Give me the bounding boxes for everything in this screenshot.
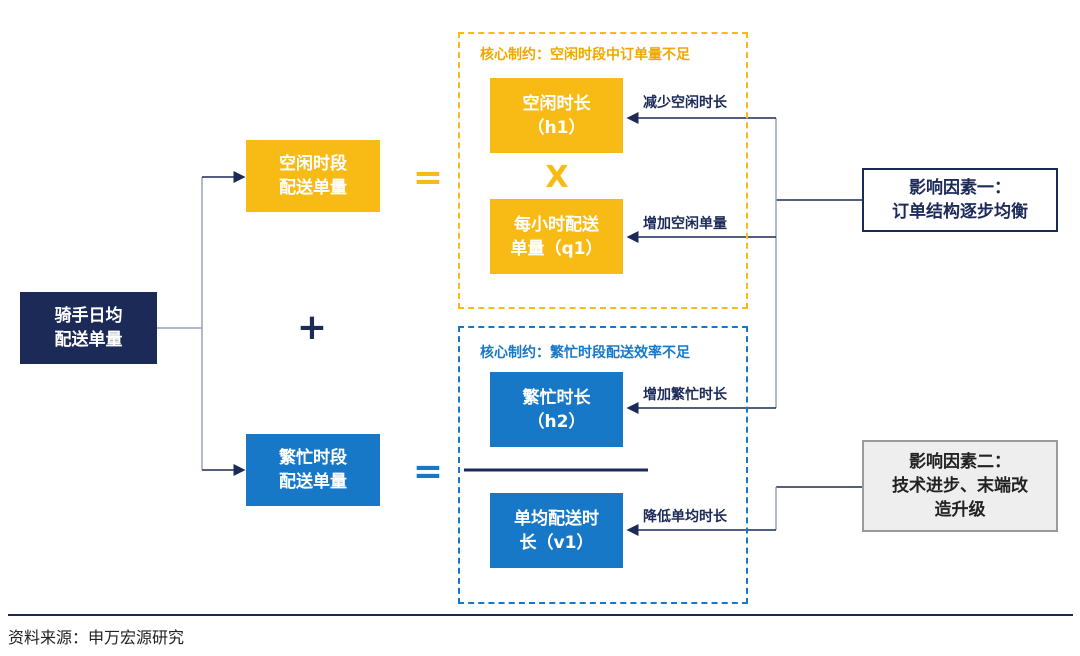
equals-sign-idle: = [412, 157, 444, 198]
busy-duration-label: 增加繁忙时长 [643, 384, 727, 404]
root-box: 骑手日均 配送单量 [20, 292, 157, 364]
busy-per-order-label: 降低单均时长 [643, 506, 727, 526]
idle-hourly-box: 每小时配送 单量（q1） [490, 199, 623, 274]
idle-duration-box: 空闲时长 （h1） [490, 78, 623, 153]
busy-section-caption: 核心制约：繁忙时段配送效率不足 [480, 345, 690, 361]
busy-per-order-box: 单均配送时 长（v1） [490, 493, 623, 568]
idle-section-frame [458, 32, 748, 309]
busy-total-box: 繁忙时段 配送单量 [246, 434, 380, 506]
idle-hourly-label: 增加空闲单量 [643, 213, 727, 233]
idle-duration-label: 减少空闲时长 [643, 92, 727, 112]
factor1-box: 影响因素一： 订单结构逐步均衡 [862, 168, 1058, 232]
plus-sign: + [296, 307, 328, 348]
busy-section-frame [458, 326, 748, 604]
factor2-box: 影响因素二： 技术进步、末端改 造升级 [862, 440, 1058, 532]
equals-sign-busy: = [412, 451, 444, 492]
source-divider [8, 614, 1073, 616]
times-sign: X [545, 160, 569, 195]
idle-section-caption: 核心制约：空闲时段中订单量不足 [480, 47, 690, 63]
busy-duration-box: 繁忙时长 （h2） [490, 372, 623, 447]
source-note: 资料来源：申万宏源研究 [8, 628, 185, 647]
idle-total-box: 空闲时段 配送单量 [246, 140, 380, 212]
